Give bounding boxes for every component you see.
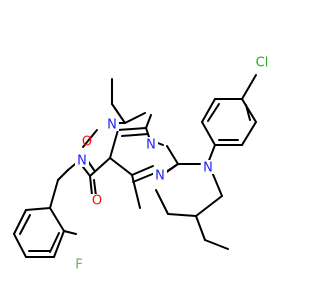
atom-labels: Cl N N N N N O O F (72, 54, 275, 273)
o2-label: O (82, 135, 92, 150)
structure-svg: Cl N N N N N O O F (13, 54, 275, 273)
n3-label: N (77, 154, 87, 169)
fluorine-label: F (75, 258, 82, 273)
fluorobenzyl-group (13, 169, 77, 258)
chlorine-label: Cl (256, 56, 269, 71)
chlorophenyl-ring (201, 74, 257, 146)
n9-label: N (203, 161, 213, 176)
imidazole-n-label: N (146, 138, 156, 153)
o4-label: O (92, 194, 102, 209)
c-methyl-bond (204, 239, 229, 250)
n1-label: N (107, 118, 117, 133)
molecule-diagram: Cl N N N N N O O F (13, 54, 275, 273)
pyrimidine-n-label: N (155, 169, 165, 184)
